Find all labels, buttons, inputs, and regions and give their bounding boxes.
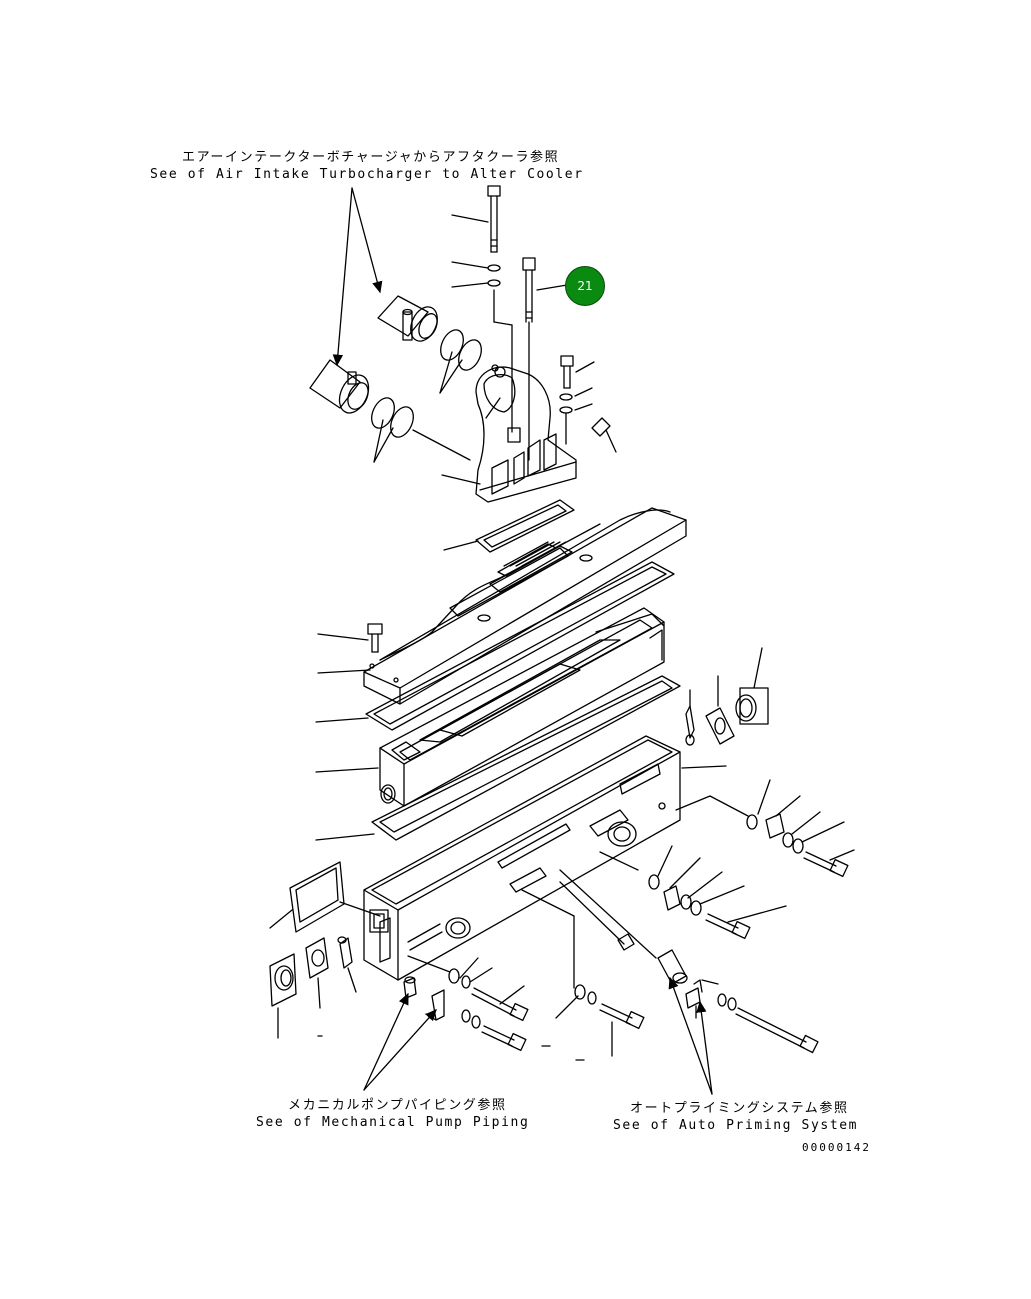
washer-right-3 bbox=[792, 838, 804, 854]
washer-lower-2 bbox=[587, 991, 597, 1005]
washer-right-1 bbox=[746, 814, 758, 830]
o-ring-lower-2 bbox=[390, 406, 414, 438]
callout-21[interactable]: 21 bbox=[565, 266, 605, 306]
o-ring-upper-2 bbox=[458, 339, 482, 371]
gasket-lower bbox=[371, 675, 681, 841]
auto-priming-reference-arrows bbox=[668, 976, 713, 1095]
washer-lower-1 bbox=[574, 984, 586, 1000]
o-ring-upper-1 bbox=[440, 329, 464, 361]
long-bolt bbox=[487, 185, 501, 253]
aftercooler-core bbox=[379, 607, 665, 807]
mechanical-pump-reference-en: See of Mechanical Pump Piping bbox=[256, 1115, 530, 1130]
air-intake-reference-arrows bbox=[332, 187, 383, 367]
gasket-middle bbox=[365, 561, 675, 731]
auto-priming-reference-en: See of Auto Priming System bbox=[613, 1118, 859, 1133]
washer-center-1 bbox=[648, 874, 660, 890]
aftercooler-lower-housing bbox=[363, 735, 681, 981]
bolt-lower bbox=[599, 1003, 645, 1030]
end-adapter-right bbox=[735, 687, 769, 725]
air-intake-reference-jp: エアーインテークターボチャージャからアフタクーラ参照 bbox=[182, 150, 560, 165]
washer-left-2 bbox=[461, 975, 471, 989]
end-bracket-right bbox=[685, 705, 695, 746]
cover-bolt bbox=[367, 623, 383, 653]
end-adapter-left-2 bbox=[269, 953, 297, 1007]
washer-center-3 bbox=[690, 900, 702, 916]
end-gasket-right bbox=[705, 707, 735, 745]
intake-pipe-upper bbox=[377, 295, 438, 342]
mechanical-pump-reference-jp: メカニカルポンプパイピング参照 bbox=[288, 1098, 507, 1113]
bolt-left-2 bbox=[481, 1025, 527, 1052]
washer-left-1 bbox=[448, 968, 460, 984]
long-bolt-21 bbox=[522, 257, 536, 461]
air-intake-reference-en: See of Air Intake Turbocharger to Alter … bbox=[150, 167, 584, 182]
washer-center-2 bbox=[680, 894, 692, 910]
auto-priming-reference-jp: オートプライミングシステム参照 bbox=[630, 1101, 849, 1116]
mechanical-pump-reference-arrows bbox=[363, 992, 437, 1091]
drawing-number: 00000142 bbox=[802, 1141, 871, 1154]
bolt-center bbox=[705, 913, 751, 940]
plug-center bbox=[617, 933, 635, 951]
bolt-left bbox=[471, 987, 529, 1022]
plate-center bbox=[663, 885, 681, 911]
intake-manifold bbox=[475, 364, 577, 503]
plug bbox=[591, 417, 617, 453]
plate-right bbox=[765, 813, 785, 839]
intake-pipe-lower bbox=[309, 359, 370, 414]
end-gasket-left bbox=[289, 861, 345, 933]
end-adapter-left-1 bbox=[305, 937, 329, 979]
bolt-right bbox=[803, 851, 849, 878]
washer bbox=[487, 264, 501, 272]
bracket-left bbox=[425, 989, 445, 1021]
o-ring-lower-1 bbox=[371, 397, 395, 429]
seal-left bbox=[337, 936, 353, 969]
plug-left bbox=[403, 976, 417, 999]
washer bbox=[487, 279, 501, 287]
gasket-top bbox=[475, 499, 575, 553]
short-bolt bbox=[560, 355, 574, 389]
long-bolt-priming bbox=[735, 1007, 819, 1054]
aftercooler-upper-cover bbox=[363, 507, 687, 705]
washer-right-2 bbox=[782, 832, 794, 848]
priming-tube bbox=[657, 949, 688, 985]
